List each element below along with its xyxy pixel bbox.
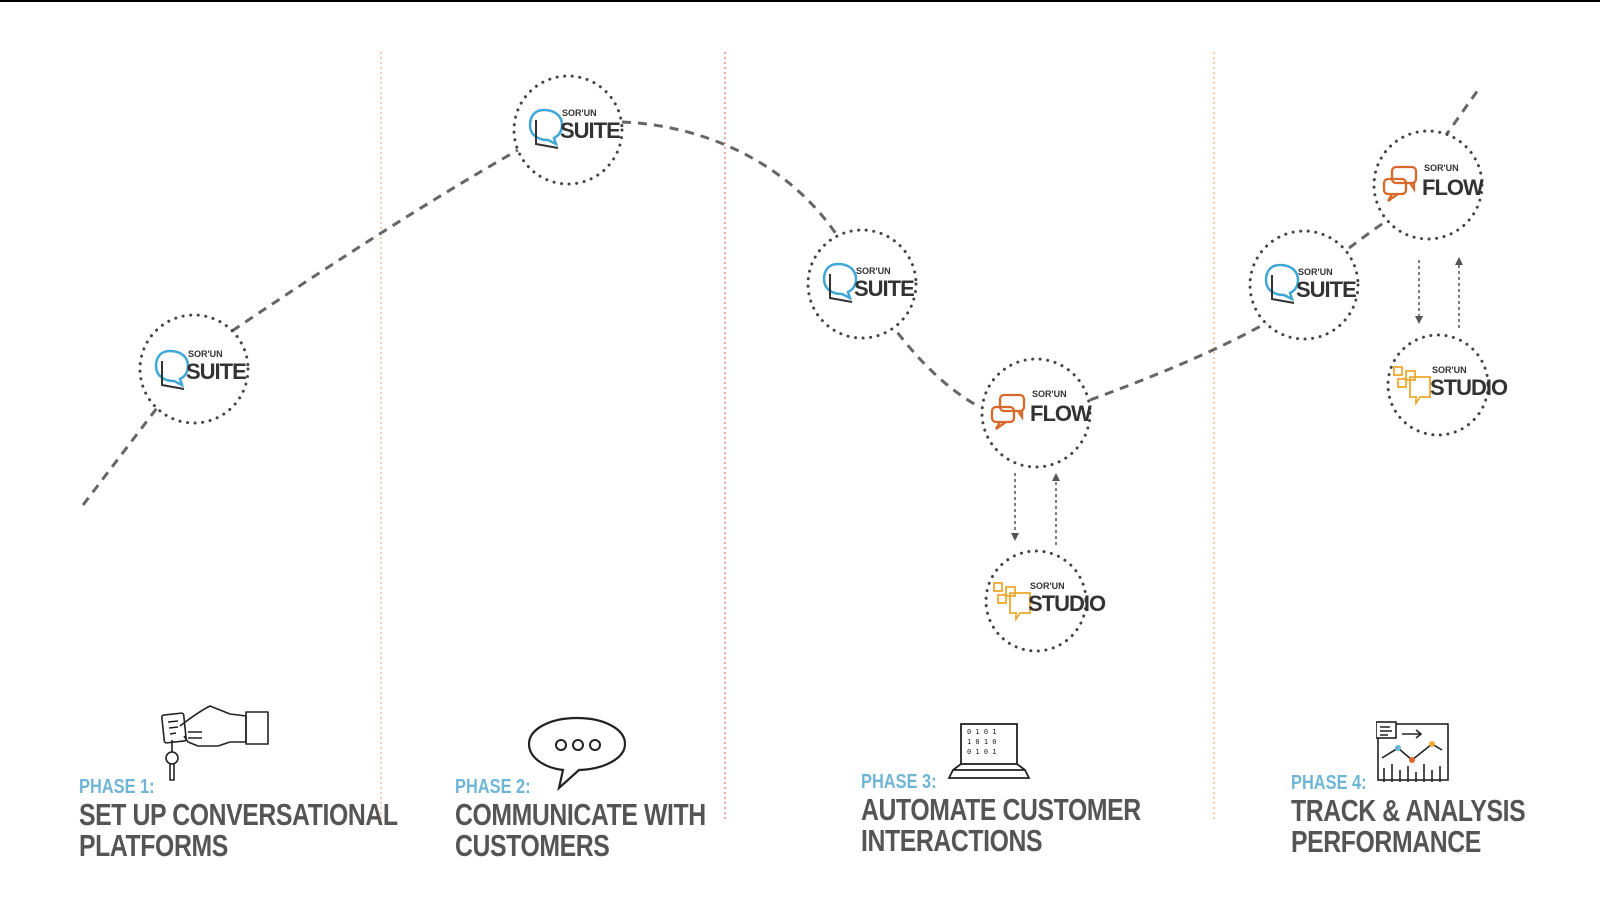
phase-4: PHASE 4: TRACK & ANALYSIS PERFORMANCE	[1291, 772, 1584, 857]
phase-2-title-line1: COMMUNICATE WITH	[455, 797, 706, 832]
flow-big-label: FLOW	[1422, 175, 1484, 200]
flow-studio-arrows-phase4	[1418, 260, 1460, 328]
studio-node-phase3: SOR'UN STUDIO	[984, 549, 1107, 653]
journey-path	[81, 89, 1480, 506]
flow-node-phase3: SOR'UN FLOW	[980, 357, 1093, 469]
svg-text:0 1 0 1: 0 1 0 1	[967, 728, 997, 736]
flow-studio-arrows-phase3	[1014, 473, 1057, 545]
suite-node-phase2: SOR'UN SUITE	[512, 74, 624, 186]
speech-bubble-icon	[527, 716, 627, 792]
phase-1-title-line1: SET UP CONVERSATIONAL	[79, 797, 398, 832]
phase-2: PHASE 2: COMMUNICATE WITH CUSTOMERS	[455, 776, 768, 861]
suite-small-label: SOR'UN	[562, 108, 597, 118]
studio-small-label: SOR'UN	[1432, 365, 1467, 375]
hand-key-icon	[160, 705, 269, 781]
suite-node-phase1: SOR'UN SUITE	[138, 313, 250, 425]
top-border	[0, 0, 1600, 2]
phase-4-label: PHASE 4:	[1291, 772, 1367, 794]
arrow-up-icon	[1052, 473, 1060, 481]
phase-2-label: PHASE 2:	[455, 776, 531, 798]
phase-3-label: PHASE 3:	[861, 771, 937, 793]
suite-node-phase4: SOR'UN SUITE	[1248, 229, 1360, 341]
phase-2-title-line2: CUSTOMERS	[455, 828, 610, 863]
suite-small-label: SOR'UN	[856, 266, 891, 276]
svg-text:1 0 1 0: 1 0 1 0	[967, 738, 997, 746]
suite-big-label: SUITE	[1296, 277, 1356, 302]
suite-big-label: SUITE	[854, 276, 914, 301]
phase-3: PHASE 3: AUTOMATE CUSTOMER INTERACTIONS	[861, 771, 1211, 856]
suite-small-label: SOR'UN	[188, 349, 223, 359]
flow-big-label: FLOW	[1030, 401, 1092, 426]
phase-1-title-line2: PLATFORMS	[79, 828, 228, 863]
phase-3-title-line1: AUTOMATE CUSTOMER	[861, 792, 1141, 827]
phase-1-label: PHASE 1:	[79, 776, 155, 798]
flow-logo-icon	[990, 393, 1026, 430]
flow-small-label: SOR'UN	[1032, 389, 1067, 399]
suite-big-label: SUITE	[560, 118, 620, 143]
phase-4-title-line1: TRACK & ANALYSIS	[1291, 793, 1526, 828]
suite-logo-icon	[822, 262, 858, 303]
suite-logo-icon	[154, 349, 190, 390]
phase-3-title-line2: INTERACTIONS	[861, 823, 1043, 858]
flow-small-label: SOR'UN	[1424, 163, 1459, 173]
studio-big-label: STUDIO	[1430, 375, 1508, 400]
studio-small-label: SOR'UN	[1030, 581, 1065, 591]
phase-4-title-line2: PERFORMANCE	[1291, 824, 1481, 859]
arrow-down-icon	[1011, 533, 1019, 541]
studio-logo-icon	[993, 582, 1031, 622]
arrow-up-icon	[1455, 257, 1463, 265]
studio-big-label: STUDIO	[1028, 591, 1106, 616]
suite-logo-icon	[1264, 263, 1300, 304]
suite-logo-icon	[528, 108, 564, 149]
suite-node-phase3: SOR'UN SUITE	[806, 228, 918, 340]
flow-logo-icon	[1382, 165, 1418, 202]
laptop-code-icon: 0 1 0 1 1 0 1 0 0 1 0 1	[947, 723, 1031, 779]
studio-logo-icon	[1393, 366, 1431, 406]
suite-small-label: SOR'UN	[1298, 267, 1333, 277]
phase-1: PHASE 1: SET UP CONVERSATIONAL PLATFORMS	[79, 776, 477, 861]
flow-node-phase4: SOR'UN FLOW	[1372, 129, 1485, 241]
analytics-chart-icon	[1376, 721, 1449, 782]
suite-big-label: SUITE	[186, 359, 246, 384]
studio-node-phase4: SOR'UN STUDIO	[1386, 333, 1509, 437]
arrow-down-icon	[1415, 316, 1423, 324]
svg-text:0 1 0 1: 0 1 0 1	[967, 748, 997, 756]
